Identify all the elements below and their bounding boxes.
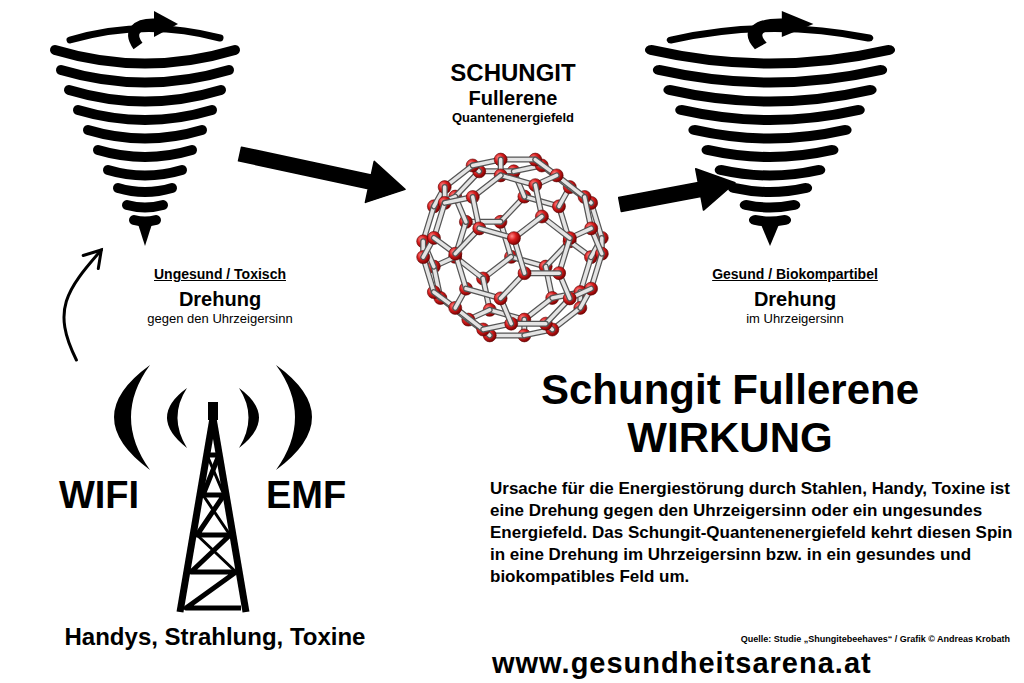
curved-arrow-head <box>83 250 101 269</box>
description-text: Ursache für die Energiestörung durch Sta… <box>490 478 1016 588</box>
flow-arrow <box>239 147 406 202</box>
fullerene-molecule <box>405 140 620 355</box>
website-url: www.gesundheitsarena.at <box>492 647 1018 679</box>
flow-arrow <box>64 250 101 360</box>
radio-wave <box>276 365 312 470</box>
node-heading: Drehung <box>645 287 945 311</box>
source-note: Quelle: Studie „Shungitebeehaves“ / Graf… <box>490 634 1010 645</box>
tower-lattice <box>180 418 246 612</box>
signal-label: WIFI <box>50 473 148 517</box>
antenna-node: WIFIEMFHandys, Strahlung, Toxine <box>50 360 380 615</box>
antenna-tip <box>208 402 218 420</box>
status-label: Gesund / Biokompartibel <box>645 265 945 283</box>
radio-wave <box>114 365 150 470</box>
node-caption: Quantenenergiefeld <box>363 110 663 126</box>
fullerene-atoms <box>417 153 609 342</box>
tornado-swirl <box>55 24 235 222</box>
node-subheading: Fullerene <box>363 86 663 110</box>
tornado-icon <box>50 10 240 250</box>
status-label: Ungesund / Toxisch <box>70 265 370 283</box>
node-caption: gegen den Uhrzeigersinn <box>70 311 370 327</box>
tornado-arrowhead <box>154 11 178 37</box>
tornado-icon <box>645 10 895 250</box>
tornado-node: Gesund / BiokompartibelDrehungim Uhrzeig… <box>735 10 895 250</box>
radio-wave <box>167 388 187 448</box>
tornado-tip <box>761 224 779 246</box>
tornado-tip <box>138 224 152 246</box>
node-heading: Drehung <box>70 287 370 311</box>
signal-label: EMF <box>256 473 356 517</box>
fullerene-node: SCHUNGITFullereneQuantenenergiefeld <box>405 140 620 355</box>
curved-arrow-line <box>64 250 101 360</box>
tornado-node: Ungesund / ToxischDrehunggegen den Uhrze… <box>50 10 240 250</box>
node-caption: Handys, Strahlung, Toxine <box>15 622 415 652</box>
tornado-arrowhead <box>782 11 814 37</box>
flow-arrow <box>619 169 735 212</box>
molecule-atom <box>507 232 520 245</box>
diagram-title: Schungit Fullerene WIRKUNG <box>496 366 964 462</box>
node-heading: SCHUNGIT <box>363 60 663 86</box>
flow-arrow-shape <box>239 147 406 202</box>
node-caption: im Uhrzeigersinn <box>645 311 945 327</box>
radio-wave <box>239 388 259 448</box>
flow-arrow-shape <box>619 169 735 212</box>
